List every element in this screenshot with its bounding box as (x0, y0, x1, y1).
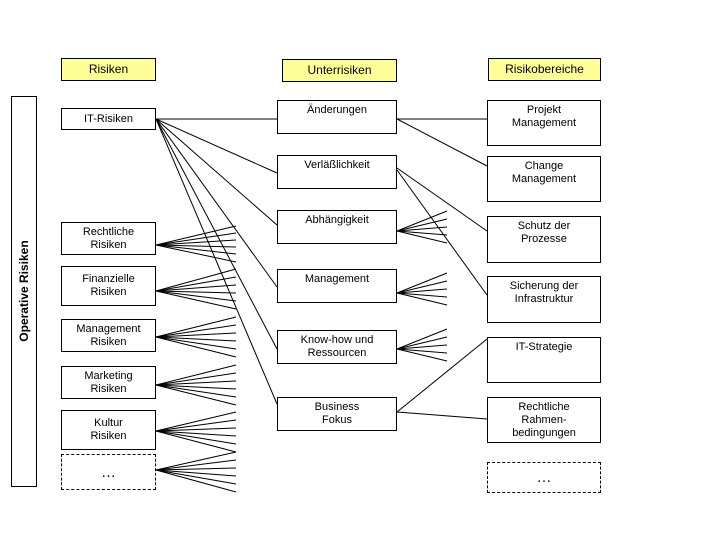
fan-management-risiken (155, 316, 237, 358)
subrisk-management: Management (277, 269, 397, 303)
connector-it-abhaengigkeit (155, 118, 278, 226)
side-frame (11, 96, 37, 487)
risk-finanzielle: Finanzielle Risiken (61, 266, 156, 306)
fan-more-risiken (155, 451, 237, 493)
area-more: … (487, 462, 601, 493)
subrisk-knowhow: Know-how und Ressourcen (277, 330, 397, 364)
side-label-operative-risiken: Operative Risiken (17, 240, 31, 342)
subrisk-business-fokus: Business Fokus (277, 397, 397, 431)
risk-rechtliche: Rechtliche Risiken (61, 222, 156, 255)
area-sicherung-infrastruktur: Sicherung der Infrastruktur (487, 276, 601, 323)
area-rechtliche-rahmenbedingungen: Rechtliche Rahmen- bedingungen (487, 397, 601, 443)
connector-business-rechtliche (396, 411, 488, 420)
subrisk-abhaengigkeit: Abhängigkeit (277, 210, 397, 244)
fan-management-sub (396, 272, 448, 306)
area-it-strategie: IT-Strategie (487, 337, 601, 383)
risk-it: IT-Risiken (61, 108, 156, 130)
connector-it-management (155, 118, 278, 288)
risk-kultur: Kultur Risiken (61, 410, 156, 450)
area-schutz-prozesse: Schutz der Prozesse (487, 216, 601, 263)
subrisk-aenderungen: Änderungen (277, 100, 397, 134)
connector-verlaesslichkeit-infra (396, 169, 488, 296)
risk-management: Management Risiken (61, 319, 156, 352)
fan-knowhow (396, 328, 448, 362)
risk-marketing: Marketing Risiken (61, 366, 156, 399)
connector-it-knowhow (155, 118, 278, 350)
fan-rechtliche-risiken (155, 225, 237, 263)
fan-finanzielle-risiken (155, 268, 237, 310)
header-unterrisiken: Unterrisiken (282, 59, 397, 82)
fan-kultur-risiken (155, 411, 237, 453)
connector-verlaesslichkeit-schutz (396, 167, 488, 232)
area-change-management: Change Management (487, 156, 601, 202)
header-risikobereiche: Risikobereiche (488, 58, 601, 81)
connector-business-itstrategie (396, 338, 488, 413)
header-risiken: Risiken (61, 58, 156, 81)
fan-abhaengigkeit (396, 210, 448, 244)
connector-aenderungen-change (396, 118, 488, 167)
connector-it-business (155, 118, 278, 405)
risk-more: … (61, 454, 156, 490)
connector-it-verlaesslichkeit (155, 118, 278, 174)
subrisk-verlaesslichkeit: Verläßlichkeit (277, 155, 397, 189)
fan-marketing-risiken (155, 364, 237, 406)
area-projekt-management: Projekt Management (487, 100, 601, 146)
